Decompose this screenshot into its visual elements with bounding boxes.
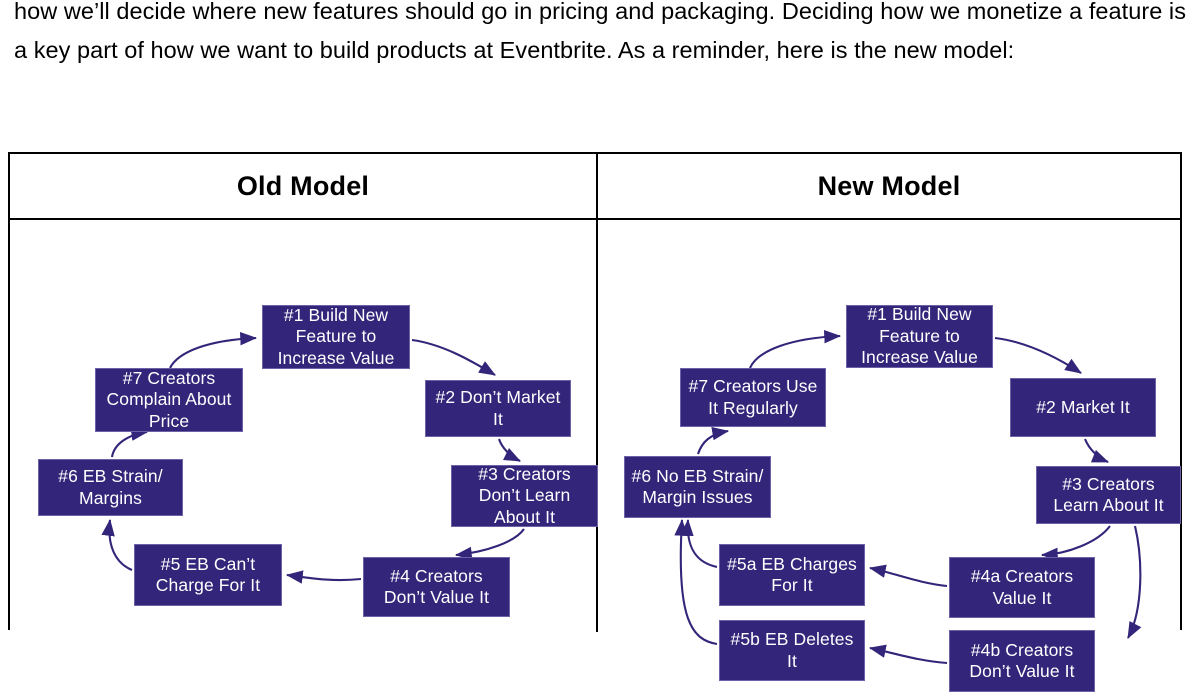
node-new-7[interactable]: #7 Creators Use It Regularly: [680, 368, 826, 427]
edge-new5b-to-new6: [674, 518, 718, 646]
node-old-1-label: #1 Build New Feature to Increase Value: [277, 304, 395, 368]
node-old-3[interactable]: #3 Creators Don’t Learn About It: [451, 463, 598, 527]
node-old-2[interactable]: #2 Don’t Market It: [425, 380, 571, 437]
edge-old2-to-old3: [498, 438, 521, 462]
node-new-5a-label: #5a EB Charges For It: [727, 553, 857, 596]
node-new-4b[interactable]: #4b Creators Don’t Value It: [949, 630, 1095, 692]
node-old-5-label: #5 EB Can’t Charge For It: [155, 553, 261, 596]
node-old-4[interactable]: #4 Creators Don’t Value It: [363, 557, 510, 617]
node-old-5[interactable]: #5 EB Can’t Charge For It: [134, 544, 282, 606]
new-model-canvas: #1 Build New Feature to Increase Value #…: [598, 220, 1181, 692]
edge-new4a-to-new5a: [868, 564, 948, 588]
old-model-arrows: [101, 331, 525, 584]
edge-new7-to-new1: [749, 329, 842, 369]
node-old-7-label: #7 Creators Complain About Price: [106, 367, 232, 431]
edge-new2-to-new3: [1084, 438, 1109, 463]
node-old-7[interactable]: #7 Creators Complain About Price: [95, 368, 243, 432]
intro-paragraph: how we’ll decide where new features shou…: [14, 0, 1189, 70]
node-new-5b[interactable]: #5b EB Deletes It: [719, 620, 865, 681]
node-new-6-label: #6 No EB Strain/ Margin Issues: [631, 465, 764, 508]
node-new-7-label: #7 Creators Use It Regularly: [688, 376, 818, 418]
old-model-header: Old Model: [10, 154, 598, 218]
node-new-2-label: #2 Market It: [1036, 396, 1130, 417]
node-old-3-label: #3 Creators Don’t Learn About It: [478, 463, 571, 527]
node-old-1[interactable]: #1 Build New Feature to Increase Value: [262, 305, 410, 369]
node-new-4a[interactable]: #4a Creators Value It: [949, 557, 1095, 618]
node-new-5a[interactable]: #5a EB Charges For It: [719, 544, 865, 606]
node-new-5b-label: #5b EB Deletes It: [730, 629, 854, 671]
edge-new3-to-new4a: [1040, 525, 1111, 562]
node-new-4b-label: #4b Creators Don’t Value It: [969, 639, 1075, 682]
node-new-6[interactable]: #6 No EB Strain/ Margin Issues: [624, 456, 771, 518]
model-comparison-table: Old Model New Model: [8, 152, 1182, 692]
intro-text: how we’ll decide where new features shou…: [14, 0, 1186, 63]
edge-new4b-to-new5b: [868, 644, 948, 665]
old-model-panel: #1 Build New Feature to Increase Value #…: [10, 220, 598, 632]
node-new-2[interactable]: #2 Market It: [1010, 378, 1156, 437]
edge-new3-to-new4b: [1127, 525, 1142, 639]
table-body-row: #1 Build New Feature to Increase Value #…: [10, 220, 1181, 692]
node-new-3[interactable]: #3 Creators Learn About It: [1036, 466, 1181, 524]
new-model-panel: #1 Build New Feature to Increase Value #…: [598, 220, 1181, 692]
edge-old7-to-old1: [169, 331, 258, 369]
node-old-2-label: #2 Don’t Market It: [435, 387, 561, 429]
edge-old6-to-old7: [110, 427, 149, 458]
new-model-header: New Model: [817, 170, 961, 201]
node-old-6[interactable]: #6 EB Strain/ Margins: [38, 459, 183, 516]
edge-new6-to-new7: [697, 426, 730, 455]
node-new-1[interactable]: #1 Build New Feature to Increase Value: [846, 304, 993, 368]
node-old-4-label: #4 Creators Don’t Value It: [383, 565, 490, 608]
edge-old1-to-old2: [411, 338, 496, 376]
node-new-4a-label: #4a Creators Value It: [970, 566, 1074, 608]
edge-new5a-to-new6: [680, 518, 718, 569]
edge-old4-to-old5: [285, 570, 362, 584]
edge-new1-to-new2: [994, 336, 1082, 374]
old-model-canvas: #1 Build New Feature to Increase Value #…: [10, 220, 598, 632]
table-header-row: Old Model New Model: [10, 154, 1180, 220]
edge-old3-to-old4: [454, 528, 525, 561]
edge-old5-to-old6: [101, 518, 133, 571]
node-new-1-label: #1 Build New Feature to Increase Value: [861, 304, 978, 368]
node-new-3-label: #3 Creators Learn About It: [1053, 473, 1164, 516]
node-old-6-label: #6 EB Strain/ Margins: [58, 466, 163, 508]
